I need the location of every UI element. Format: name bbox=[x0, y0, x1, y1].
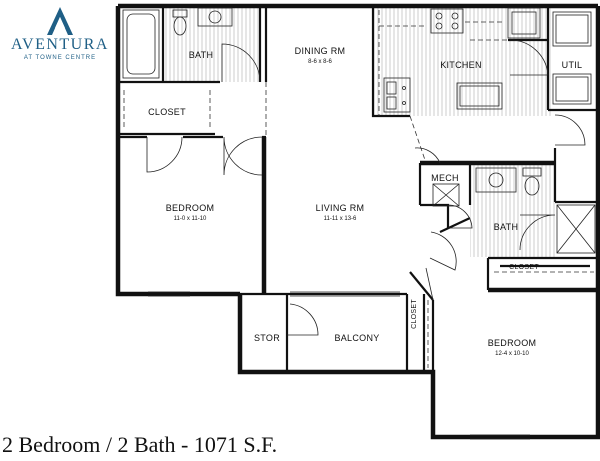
closet-top-rods bbox=[123, 90, 211, 130]
room-label-mech: MECH bbox=[431, 173, 459, 183]
brand-tagline: AT TOWNE CENTRE bbox=[23, 55, 97, 61]
kitchen-island bbox=[456, 82, 503, 110]
water-heater-icon bbox=[432, 183, 460, 207]
brand-name: AVENTURA bbox=[11, 36, 109, 53]
room-label-living: LIVING RM bbox=[316, 203, 365, 213]
room-dim-dining: 8-6 x 8-6 bbox=[308, 59, 332, 65]
toilet-right-icon bbox=[522, 167, 542, 196]
room-dim-living: 11-11 x 13-6 bbox=[324, 216, 357, 222]
room-label-stor: STOR bbox=[254, 333, 280, 343]
shower-icon bbox=[556, 204, 596, 254]
kitchen-counters bbox=[378, 10, 510, 116]
room-label-closet-vertical: CLOSET bbox=[411, 299, 418, 329]
washer-dryer-icon bbox=[552, 11, 592, 105]
room-label-dining: DINING RM bbox=[295, 46, 346, 56]
floor-plan-caption: 2 Bedroom / 2 Bath - 1071 S.F. bbox=[2, 432, 278, 457]
refrigerator-icon bbox=[507, 7, 541, 39]
doors bbox=[146, 39, 586, 336]
room-label-closet-right: CLOSET bbox=[509, 264, 539, 271]
room-dim-bedroom-left: 11-0 x 11-10 bbox=[174, 216, 207, 222]
logo-mark-icon bbox=[47, 7, 73, 35]
sink-top-icon bbox=[197, 7, 233, 27]
room-dim-bedroom-right: 12-4 x 10-10 bbox=[495, 351, 529, 357]
room-label-kitchen: KITCHEN bbox=[440, 60, 482, 70]
kitchen-sink-icon bbox=[383, 77, 411, 113]
room-label-bath-top: BATH bbox=[189, 50, 214, 60]
sink-right-icon bbox=[475, 167, 517, 193]
room-label-bedroom-left: BEDROOM bbox=[166, 203, 215, 213]
room-label-closet-top: CLOSET bbox=[148, 107, 186, 117]
room-label-bath-right: BATH bbox=[494, 222, 519, 232]
room-label-bedroom-right: BEDROOM bbox=[488, 338, 537, 348]
toilet-top-icon bbox=[172, 9, 188, 36]
interior-walls bbox=[118, 6, 598, 372]
bathtub-icon bbox=[122, 9, 160, 79]
stove-icon bbox=[430, 8, 464, 34]
windows bbox=[148, 291, 530, 440]
room-label-util: UTIL bbox=[562, 60, 583, 70]
room-label-balcony: BALCONY bbox=[334, 333, 379, 343]
